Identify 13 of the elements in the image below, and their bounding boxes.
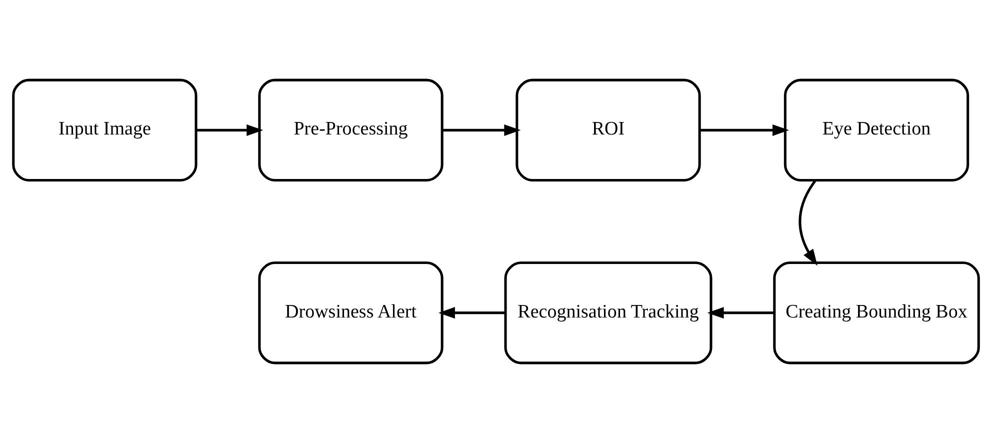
arrow xyxy=(438,306,506,318)
node-box: Drowsiness Alert xyxy=(258,260,444,364)
arrow xyxy=(442,124,521,136)
node-box: Pre-Processing xyxy=(258,78,444,182)
arrow xyxy=(798,179,818,266)
node-box: Recognisation Tracking xyxy=(504,260,712,364)
node-box: Eye Detection xyxy=(784,78,970,182)
node-box: ROI xyxy=(516,78,701,182)
arrow xyxy=(196,124,264,136)
node-box: Creating Bounding Box xyxy=(773,260,980,364)
arrow xyxy=(707,306,774,318)
arrow xyxy=(700,124,789,136)
node-box: Input Image xyxy=(12,78,198,182)
